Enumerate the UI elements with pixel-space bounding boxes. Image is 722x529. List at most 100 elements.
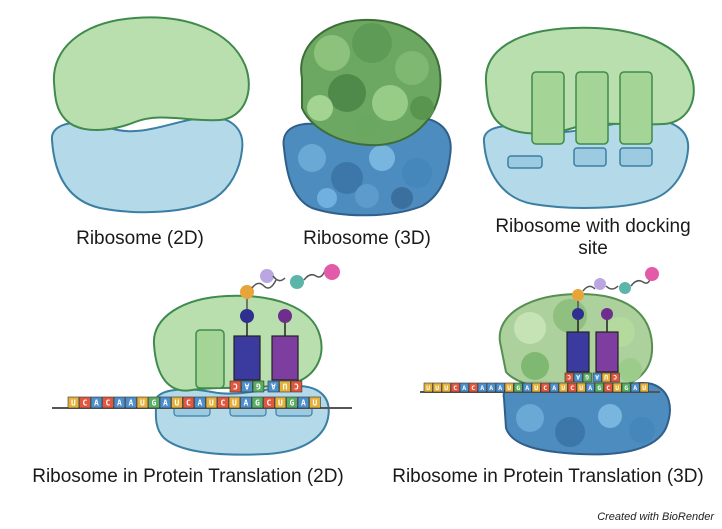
nucleotide-block — [290, 380, 303, 393]
nucleotide-block — [450, 382, 460, 393]
nucleotide-letter: C — [606, 384, 610, 392]
polypeptide-chain — [240, 264, 340, 309]
nucleotide-letter: A — [552, 384, 556, 392]
nucleotide-block — [90, 396, 103, 409]
nucleotide-block — [309, 396, 321, 409]
nucleotide-block — [171, 396, 183, 409]
nucleotide-block — [286, 396, 298, 409]
biorender-credit: Created with BioRender — [597, 511, 714, 523]
nucleotide-letter: U — [579, 384, 583, 392]
caption-docking-line2: site — [578, 238, 608, 259]
nucleotide-letter: C — [543, 384, 547, 392]
nucleotide-letter: A — [480, 384, 484, 392]
nucleotide-letter: U — [642, 384, 646, 392]
nucleotide-letter: U — [175, 398, 180, 407]
nucleotide-letter: G — [256, 382, 261, 391]
nucleotide-block — [113, 396, 126, 409]
nucleotide-letter: U — [313, 398, 318, 407]
nucleotide-letter: A — [595, 373, 599, 381]
amino-acid-purple — [601, 308, 613, 320]
nucleotide-block — [504, 382, 514, 393]
nucleotide-block — [79, 396, 91, 409]
nucleotide-letter: C — [106, 398, 111, 407]
nucleotide-letter: A — [525, 384, 529, 392]
nucleotide-block — [612, 382, 622, 393]
nucleotide-letter: A — [129, 398, 134, 407]
nucleotide-letter: A — [198, 398, 203, 407]
small-subunit-3d — [282, 116, 452, 217]
nucleotide-letter: U — [507, 384, 511, 392]
docking-site-p — [575, 71, 609, 145]
nucleotide-block — [594, 382, 604, 393]
nucleotide-block — [241, 380, 253, 393]
nucleotide-letter: U — [209, 398, 214, 407]
nucleotide-block — [263, 396, 275, 409]
docking-slot-p — [573, 147, 607, 167]
small-subunit-3d — [502, 380, 671, 456]
nucleotide-letter: A — [588, 384, 592, 392]
nucleotide-block — [486, 382, 496, 393]
nucleotide-block — [477, 382, 487, 393]
nucleotide-letter: U — [232, 398, 237, 407]
nucleotide-block — [513, 382, 523, 393]
amino-acid-dark-blue — [240, 309, 254, 323]
nucleotide-letter: A — [576, 373, 580, 381]
nucleotide-block — [558, 382, 568, 393]
ribosome-docking-illustration — [482, 26, 695, 209]
nucleotide-letter: A — [301, 398, 306, 407]
large-subunit — [52, 16, 250, 131]
nucleotide-letter: A — [498, 384, 502, 392]
nucleotide-letter: U — [278, 398, 283, 407]
nucleotide-block — [441, 382, 451, 393]
nucleotide-letter: U — [444, 384, 448, 392]
nucleotide-block — [639, 382, 649, 393]
nucleotide-letter: A — [633, 384, 637, 392]
nucleotide-letter: A — [271, 382, 276, 391]
nucleotide-block — [205, 396, 218, 409]
caption-ribosome-3d: Ribosome (3D) — [303, 228, 431, 249]
nucleotide-letter: A — [117, 398, 122, 407]
small-subunit — [50, 116, 244, 214]
nucleotide-block — [585, 382, 595, 393]
nucleotide-block — [228, 396, 241, 409]
nucleotide-letter: G — [290, 398, 295, 407]
ribosome-2d-illustration — [50, 16, 250, 214]
nucleotide-letter: U — [435, 384, 439, 392]
nucleotide-block — [567, 382, 577, 393]
nucleotide-letter: A — [244, 398, 249, 407]
nucleotide-block — [102, 396, 114, 409]
nucleotide-block — [432, 382, 442, 393]
nucleotide-block — [630, 382, 640, 393]
nucleotide-letter: C — [294, 382, 299, 391]
caption-ribosome-docking: Ribosome with docking site — [468, 216, 718, 260]
nucleotide-letter: U — [534, 384, 538, 392]
nucleotide-letter: U — [140, 398, 145, 407]
nucleotide-block — [573, 372, 583, 383]
amino-acid-dark-blue — [572, 308, 584, 320]
nucleotide-letter: U — [426, 384, 430, 392]
nucleotide-block — [540, 382, 550, 393]
nucleotide-letter: U — [282, 382, 287, 391]
nucleotide-letter: A — [94, 398, 99, 407]
nucleotide-letter: G — [624, 384, 628, 392]
caption-ribosome-2d: Ribosome (2D) — [76, 228, 204, 249]
docking-slot-a — [619, 147, 653, 167]
nucleotide-block — [531, 382, 541, 393]
nucleotide-letter: A — [489, 384, 493, 392]
nucleotide-letter: A — [163, 398, 168, 407]
nucleotide-letter: C — [233, 382, 238, 391]
nucleotide-block — [252, 380, 265, 393]
nucleotide-block — [240, 396, 252, 409]
nucleotide-block — [194, 396, 206, 409]
nucleotide-block — [610, 372, 620, 383]
small-subunit — [154, 384, 330, 456]
nucleotide-block — [279, 380, 291, 393]
nucleotide-letter: U — [604, 373, 608, 381]
ribosome-3d-illustration — [282, 18, 452, 217]
nucleotide-block — [297, 396, 310, 409]
